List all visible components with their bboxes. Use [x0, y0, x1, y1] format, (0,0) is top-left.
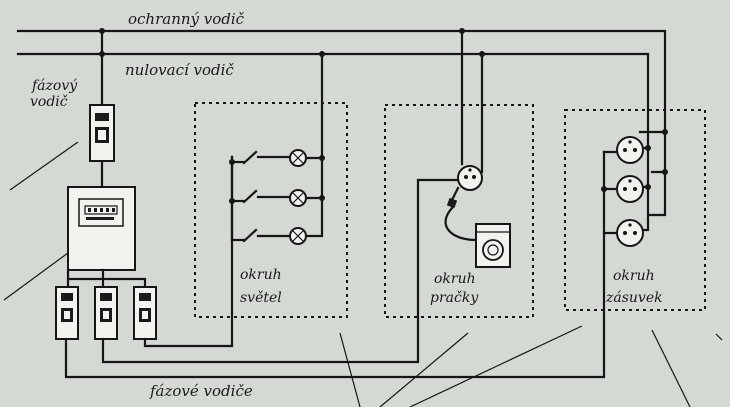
phase-conductors-label: fázové vodiče	[149, 382, 253, 400]
washer-circuit	[444, 165, 511, 268]
main-breaker	[89, 104, 115, 162]
lighting-circuit-label-1: okruh	[240, 267, 282, 283]
socket-2	[616, 175, 644, 203]
phase-conductor-label-1: fázový	[31, 77, 78, 94]
circuit-breaker-2	[94, 286, 118, 340]
lamp-3	[289, 227, 307, 245]
electricity-meter	[67, 186, 136, 271]
washer-socket	[457, 165, 483, 191]
phase-conductors	[64, 150, 606, 379]
circuit-breaker-1	[55, 286, 79, 340]
washer-circuit-boundary	[384, 104, 534, 318]
distribution-bus	[66, 268, 147, 289]
washer-circuit-label-1: okruh	[434, 271, 476, 287]
socket-circuit	[602, 130, 667, 247]
socket-circuit-label-1: okruh	[613, 268, 655, 284]
neutral-conductor-label: nulovací vodič	[125, 61, 234, 79]
circuit-breaker-3	[133, 286, 157, 340]
washer-circuit-label-2: pračky	[430, 290, 479, 306]
protective-conductor-label: ochranný vodič	[128, 10, 245, 28]
lighting-circuit-boundary	[194, 102, 348, 318]
lighting-circuit-label-2: světel	[240, 290, 282, 306]
bottom-leader-lines	[339, 325, 723, 407]
socket-1	[616, 136, 644, 164]
leader-line-main-breaker	[9, 141, 79, 191]
junction-dots	[99, 28, 668, 204]
socket-3	[616, 219, 644, 247]
lamp-1	[289, 149, 307, 167]
phase-conductor-label-2: vodič	[30, 94, 68, 110]
lamp-2	[289, 189, 307, 207]
washing-machine	[475, 223, 511, 268]
lighting-circuit	[230, 149, 324, 245]
socket-circuit-label-2: zásuvek	[605, 290, 663, 306]
leader-line-meter	[3, 249, 73, 301]
socket-circuit-boundary	[564, 109, 706, 311]
